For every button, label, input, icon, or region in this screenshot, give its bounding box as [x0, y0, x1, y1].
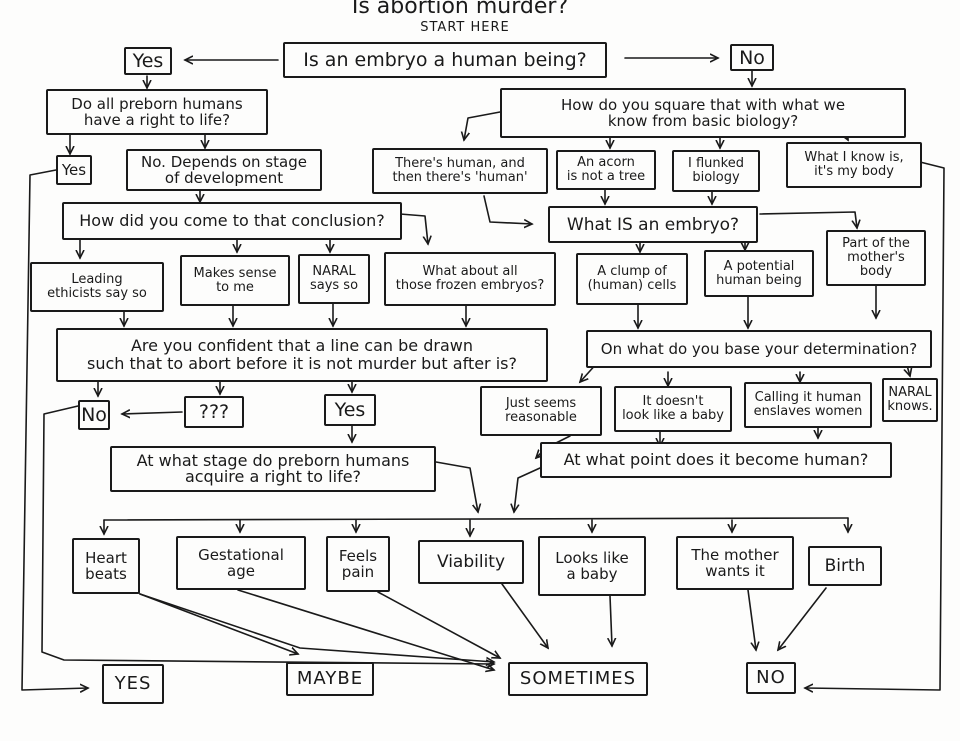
- answer-no: NO: [746, 662, 796, 694]
- link-mybody-NO: [805, 161, 945, 690]
- start-here-label: START HERE: [420, 20, 510, 35]
- link-yes-to-YES: [21, 169, 88, 690]
- link-heart-MAYBE: [139, 593, 298, 654]
- node-base-determination-question: On what do you base your determination?: [586, 330, 932, 368]
- answer-maybe: MAYBE: [286, 662, 374, 696]
- node-no-mid: No: [78, 400, 110, 430]
- node-acorn-not-tree: An acorn is not a tree: [556, 150, 656, 190]
- node-makes-sense: Makes sense to me: [180, 255, 290, 306]
- node-birth: Birth: [808, 546, 882, 586]
- link-biology-human: [464, 111, 501, 140]
- page-title: Is abortion murder?: [351, 0, 569, 19]
- node-gestational-age: Gestational age: [176, 536, 306, 590]
- link-embryo-part: [759, 211, 857, 228]
- node-human-and-human: There's human, and then there's 'human': [372, 148, 548, 194]
- link-pain-SOMETIMES: [377, 591, 500, 658]
- node-square-biology-question: How do you square that with what we know…: [500, 88, 906, 138]
- link-mother-NO: [747, 589, 756, 650]
- node-viability: Viability: [418, 540, 524, 584]
- node-what-point-question: At what point does it become human?: [540, 442, 892, 478]
- node-no-depends-stage: No. Depends on stage of development: [126, 149, 322, 191]
- link-viab-SOMETIMES: [501, 583, 548, 648]
- node-yes-mid: Yes: [324, 394, 376, 426]
- node-clump-cells: A clump of (human) cells: [576, 253, 688, 305]
- node-potential-human: A potential human being: [704, 250, 814, 297]
- link-human-embryo: [483, 195, 532, 224]
- node-yes-top: Yes: [124, 47, 172, 75]
- node-not-look-baby: It doesn't look like a baby: [614, 386, 732, 432]
- node-seems-reasonable: Just seems reasonable: [480, 386, 602, 436]
- node-enslaves-women: Calling it human enslaves women: [744, 382, 872, 428]
- node-what-is-embryo: What IS an embryo?: [548, 206, 758, 243]
- link-point-bus: [514, 467, 541, 512]
- answer-yes: YES: [102, 664, 164, 704]
- node-feels-pain: Feels pain: [326, 536, 390, 592]
- node-what-stage-question: At what stage do preborn humans acquire …: [110, 446, 436, 492]
- node-no-top: No: [730, 44, 774, 71]
- link-looks-SOMETIMES: [610, 595, 612, 646]
- node-leading-ethicists: Leading ethicists say so: [30, 262, 164, 312]
- node-looks-like-baby: Looks like a baby: [538, 536, 646, 596]
- node-part-mothers-body: Part of the mother's body: [826, 230, 926, 286]
- link-conclusion-frozen: [399, 213, 428, 244]
- node-naral-says: NARAL says so: [298, 254, 370, 304]
- link-heart-SOMETIMES: [139, 593, 494, 662]
- node-naral-knows: NARAL knows.: [882, 378, 938, 422]
- node-flunked-biology: I flunked biology: [672, 150, 760, 192]
- node-mother-wants: The mother wants it: [676, 536, 794, 590]
- node-frozen-embryos: What about all those frozen embryos?: [384, 252, 556, 306]
- node-conclusion-question: How did you come to that conclusion?: [62, 202, 402, 240]
- node-line-drawn-question: Are you confident that a line can be dra…: [56, 328, 548, 382]
- node-right-to-life-question: Do all preborn humans have a right to li…: [46, 89, 268, 135]
- link-stage-bus: [435, 461, 478, 512]
- options-bus: [103, 517, 849, 521]
- node-my-body: What I know is, it's my body: [786, 142, 922, 188]
- link-no-SOMETIMES: [41, 405, 494, 664]
- node-heart-beats: Heart beats: [72, 538, 140, 594]
- node-unsure: ???: [184, 396, 244, 428]
- link-unsure-no: [122, 412, 183, 414]
- link-gest-SOMETIMES: [237, 589, 494, 670]
- node-yes-right-to-life: Yes: [56, 155, 92, 185]
- node-embryo-human-question: Is an embryo a human being?: [283, 42, 607, 78]
- link-birth-NO: [778, 587, 827, 650]
- answer-sometimes: SOMETIMES: [508, 662, 648, 696]
